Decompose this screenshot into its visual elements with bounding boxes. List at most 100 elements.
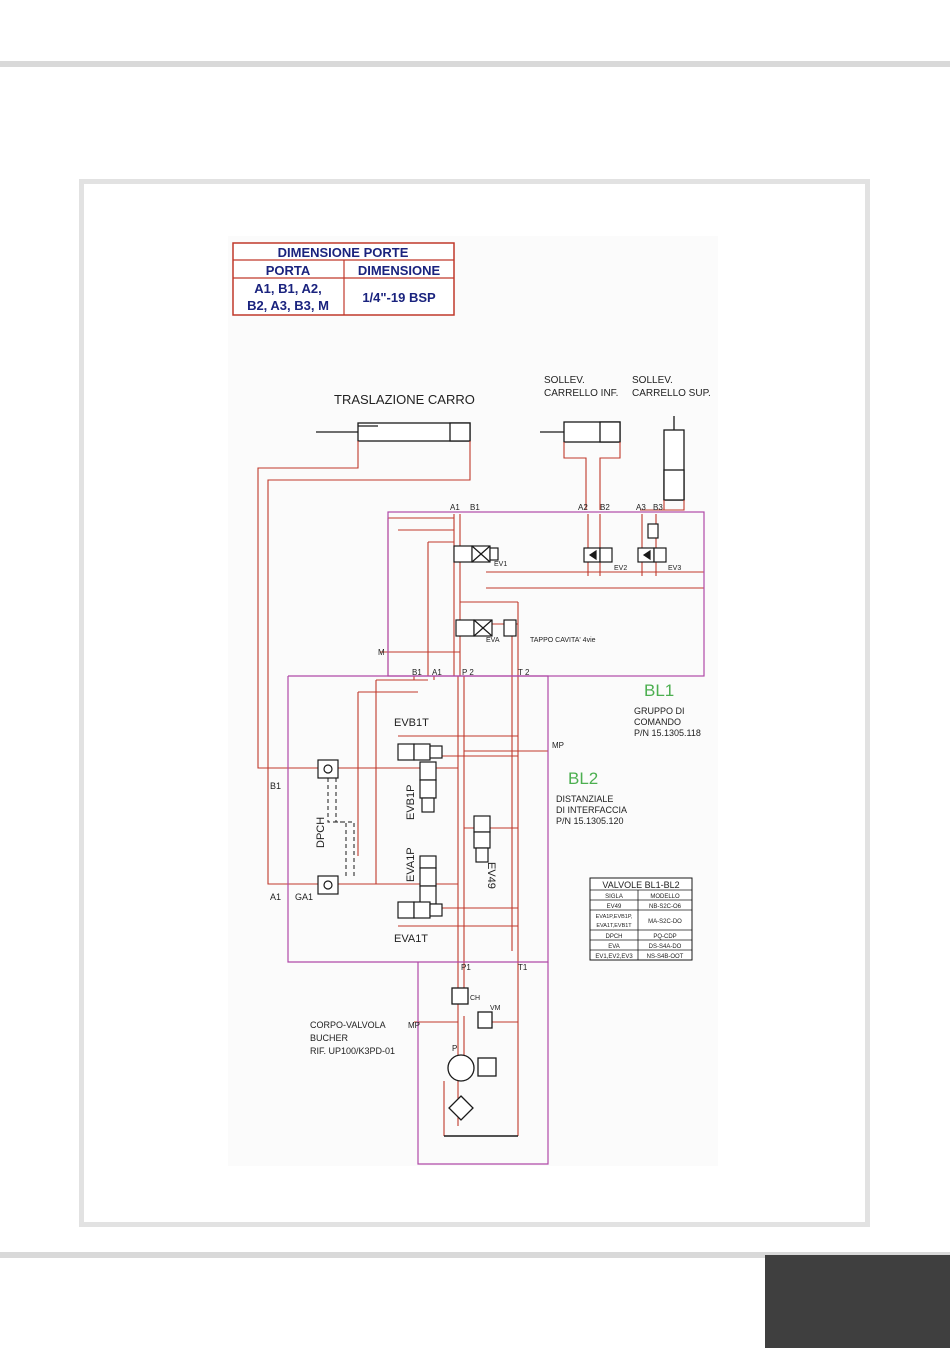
valve-table-r5c0: EV1,EV2,EV3 <box>595 954 633 960</box>
header-rule <box>0 61 950 67</box>
check-valve-a1 <box>317 875 339 895</box>
bl1-line1: GRUPPO DI <box>634 706 685 716</box>
body-line2: BUCHER <box>310 1033 349 1043</box>
port-m: M <box>378 648 385 657</box>
port-a1-top: A1 <box>450 503 460 512</box>
dpch-pilot-lines <box>327 778 355 876</box>
ch-label: CH <box>470 995 480 1002</box>
valve-table-r4c1: DS-S4A-DO <box>649 944 682 950</box>
port-table-col1: PORTA <box>266 263 311 278</box>
port-mp-bottom: MP <box>408 1021 420 1030</box>
port-b1-top: B1 <box>470 503 480 512</box>
valve-table-r1c1: MA-S2C-DO <box>648 919 682 925</box>
evb1p-valve <box>419 761 437 813</box>
motor-symbol <box>477 1057 497 1077</box>
ev49-valve <box>473 815 491 863</box>
tappo-label: TAPPO CAVITA' 4vie <box>530 637 596 644</box>
carrello-sup-cylinder <box>663 416 685 501</box>
valve-table-h2: MODELLO <box>650 894 680 900</box>
eva-valve <box>455 619 517 637</box>
port-b1-left: B1 <box>270 781 281 791</box>
carrello-sup-label-1: SOLLEV. <box>632 375 673 386</box>
bl2-line3: P/N 15.1305.120 <box>556 816 624 826</box>
port-b1-mid: B1 <box>412 668 422 677</box>
port-t1: T1 <box>518 963 528 972</box>
valve-table-r2c0: EVA1T,EVB1T <box>596 923 632 929</box>
evb1t-valve <box>397 743 443 761</box>
check-valve-b1 <box>317 759 339 779</box>
eva1t-valve <box>397 901 443 919</box>
port-a1-mid: A1 <box>432 668 442 677</box>
evb1p-label: EVB1P <box>405 785 417 820</box>
ev2-label: EV2 <box>614 565 627 572</box>
carrello-inf-label-1: SOLLEV. <box>544 375 585 386</box>
hydraulic-lines <box>257 441 704 1137</box>
filter-symbol <box>448 1095 474 1121</box>
valve-labels: EV1 EV2 EV3 EVA TAPPO CAVITA' 4vie EVB1T… <box>315 561 681 1012</box>
ev3-label: EV3 <box>668 565 681 572</box>
valve-table-r3c1: PQ-CDP <box>653 934 676 940</box>
page-number-tab <box>765 1255 950 1348</box>
valve-table-title: VALVOLE BL1-BL2 <box>602 880 679 890</box>
port-size-table: DIMENSIONE PORTE PORTA DIMENSIONE A1, B1… <box>232 242 455 316</box>
port-t2: T 2 <box>518 668 530 677</box>
valve-table-r0c0: EV49 <box>607 904 622 910</box>
carrello-inf-cylinder <box>540 421 621 443</box>
bl1-line2: COMANDO <box>634 717 681 727</box>
block-outlines <box>287 511 705 1165</box>
carrello-sup-label-2: CARRELLO SUP. <box>632 388 711 399</box>
port-ga1: GA1 <box>295 892 313 902</box>
eva-label: EVA <box>486 637 500 644</box>
port-p1: P1 <box>461 963 471 972</box>
ev2-valve <box>583 547 613 563</box>
pump-group <box>444 987 518 1137</box>
carrello-inf-label-2: CARRELLO INF. <box>544 388 618 399</box>
check-valve-ch <box>451 987 469 1005</box>
port-table-col2: DIMENSIONE <box>358 263 441 278</box>
port-a2: A2 <box>578 503 588 512</box>
carro-cylinder <box>316 422 471 442</box>
valve-table-r1c0: EVA1P,EVB1P, <box>596 914 633 920</box>
dpch-label: DPCH <box>315 817 327 848</box>
ev49-label: EV49 <box>485 862 497 889</box>
body-outline <box>417 962 549 1165</box>
body-line3: RIF. UP100/K3PD-01 <box>310 1046 395 1056</box>
carro-label: TRASLAZIONE CARRO <box>334 392 475 407</box>
relief-valve-vm <box>477 1011 493 1029</box>
port-b3: B3 <box>653 503 663 512</box>
port-a1-left: A1 <box>270 892 281 902</box>
port-table-ports-1: A1, B1, A2, <box>254 281 321 296</box>
valve-table: VALVOLE BL1-BL2 SIGLA MODELLO EV49 NB-S2… <box>589 877 693 961</box>
ev3-valve <box>637 523 667 563</box>
bl1-title: BL1 <box>644 681 674 700</box>
port-labels: A1 B1 A2 B2 A3 B3 M B1 A1 P 2 T 2 MP B1 … <box>270 503 663 1053</box>
eva1t-label: EVA1T <box>394 933 428 945</box>
eva1p-label: EVA1P <box>405 847 417 882</box>
port-table-title: DIMENSIONE PORTE <box>278 245 409 260</box>
evb1t-label: EVB1T <box>394 717 429 729</box>
valve-table-r4c0: EVA <box>608 944 620 950</box>
port-mp: MP <box>552 741 564 750</box>
valve-table-r0c1: NB-S2C-O6 <box>649 904 682 910</box>
footer-rule <box>0 1252 950 1258</box>
port-table-ports-2: B2, A3, B3, M <box>247 298 329 313</box>
eva1p-valve <box>419 855 437 905</box>
schematic-svg: DIMENSIONE PORTE PORTA DIMENSIONE A1, B1… <box>232 242 711 1165</box>
vm-label: VM <box>490 1005 501 1012</box>
bl2-line2: DI INTERFACCIA <box>556 805 627 815</box>
port-table-size: 1/4"-19 BSP <box>362 290 436 305</box>
bl1-line3: P/N 15.1305.118 <box>634 728 701 738</box>
pump-symbol <box>447 1054 475 1082</box>
port-b2: B2 <box>600 503 610 512</box>
valve-table-h1: SIGLA <box>605 894 623 900</box>
port-p: P <box>452 1044 457 1053</box>
ev1-valve <box>453 545 499 563</box>
body-line1: CORPO-VALVOLA <box>310 1020 386 1030</box>
hydraulic-schematic: DIMENSIONE PORTE PORTA DIMENSIONE A1, B1… <box>228 236 718 1166</box>
bl2-title: BL2 <box>568 769 598 788</box>
valve-table-r5c1: NS-S4B-OOT <box>647 954 684 960</box>
port-a3: A3 <box>636 503 646 512</box>
port-p2: P 2 <box>462 668 474 677</box>
valve-table-r3c0: DPCH <box>605 934 622 940</box>
bl2-line1: DISTANZIALE <box>556 794 613 804</box>
